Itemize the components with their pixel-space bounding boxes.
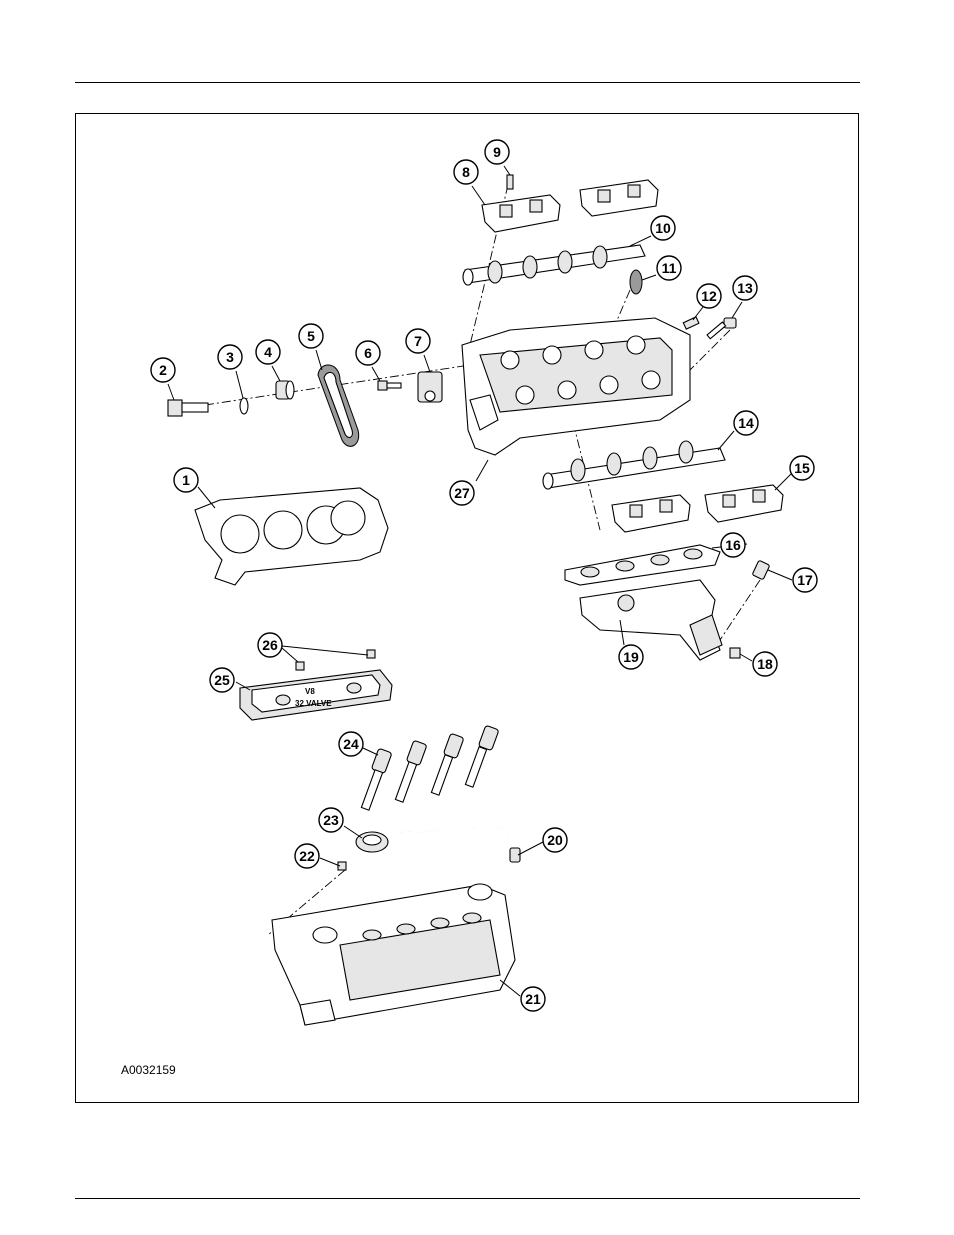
callout-label: 19: [623, 649, 639, 665]
sensor: [752, 560, 770, 580]
callout-label: 5: [307, 328, 315, 344]
pcv-hose: [400, 827, 520, 862]
callout-label: 6: [364, 345, 372, 361]
callout-11: 11: [657, 256, 681, 280]
callout-label: 17: [797, 572, 813, 588]
camshaft-upper: [463, 245, 645, 285]
spacer: [276, 381, 294, 399]
ignition-coils: [361, 725, 499, 810]
bolt-13: [707, 318, 736, 339]
callout-16: 16: [721, 533, 745, 557]
callout-label: 20: [547, 832, 563, 848]
callout-10: 10: [651, 216, 675, 240]
callout-label: 21: [525, 991, 541, 1007]
exhaust-manifold: [580, 580, 722, 660]
callout-19: 19: [619, 645, 643, 669]
head-gasket: [195, 488, 388, 585]
callout-26: 26: [258, 633, 282, 657]
chain-tensioner: [418, 372, 442, 402]
callout-12: 12: [697, 284, 721, 308]
figure-id: A0032159: [121, 1063, 176, 1077]
callout-label: 10: [655, 220, 671, 236]
callout-label: 22: [299, 848, 315, 864]
washer: [240, 398, 248, 414]
bolt: [168, 400, 208, 416]
callout-17: 17: [793, 568, 817, 592]
callout-label: 3: [226, 349, 234, 365]
exhaust-gasket: [565, 545, 720, 585]
callout-label: 26: [262, 637, 278, 653]
timing-chain: [318, 365, 359, 446]
callout-3: 3: [218, 345, 242, 369]
callout-6: 6: [356, 341, 380, 365]
cylinder-head: [462, 318, 690, 455]
callout-18: 18: [753, 652, 777, 676]
callout-label: 14: [738, 415, 754, 431]
callout-label: 8: [462, 164, 470, 180]
callout-13: 13: [733, 276, 757, 300]
cover-bolt-right: [367, 650, 375, 658]
callout-27: 27: [450, 481, 474, 505]
callout-4: 4: [256, 340, 280, 364]
callout-24: 24: [339, 732, 363, 756]
callout-20: 20: [543, 828, 567, 852]
stud: [378, 381, 401, 390]
callout-label: 12: [701, 288, 717, 304]
cover-engraving-line1: V8: [305, 687, 315, 696]
nut: [730, 648, 740, 658]
cam-sprocket: [630, 270, 642, 294]
callout-label: 4: [264, 344, 272, 360]
callout-label: 25: [214, 672, 230, 688]
callout-9: 9: [485, 140, 509, 164]
callout-label: 16: [725, 537, 741, 553]
bolt-12: [683, 317, 699, 329]
callout-label: 1: [182, 472, 190, 488]
callout-21: 21: [521, 987, 545, 1011]
callout-1: 1: [174, 468, 198, 492]
callout-label: 24: [343, 736, 359, 752]
callout-label: 9: [493, 144, 501, 160]
cover-engraving-line2: 32 VALVE: [295, 699, 332, 708]
callout-label: 15: [794, 460, 810, 476]
callout-8: 8: [454, 160, 478, 184]
cap-bolt: [507, 175, 513, 189]
oil-filler-cap: [356, 832, 388, 852]
callout-7: 7: [406, 329, 430, 353]
callout-label: 13: [737, 280, 753, 296]
engine-cover-plate: V8 32 VALVE: [240, 670, 392, 720]
camshaft-lower: [543, 441, 725, 489]
camshaft-cap-lower: [612, 485, 783, 532]
callout-label: 2: [159, 362, 167, 378]
valve-cover: [272, 884, 515, 1025]
callout-2: 2: [151, 358, 175, 382]
bottom-rule: [75, 1198, 860, 1199]
callout-14: 14: [734, 411, 758, 435]
callout-label: 7: [414, 333, 422, 349]
callout-label: 27: [454, 485, 470, 501]
callout-22: 22: [295, 844, 319, 868]
callout-15: 15: [790, 456, 814, 480]
callout-label: 23: [323, 812, 339, 828]
callout-5: 5: [299, 324, 323, 348]
callout-label: 18: [757, 656, 773, 672]
cover-bolt-left: [296, 662, 304, 670]
callout-23: 23: [319, 808, 343, 832]
callout-label: 11: [662, 260, 677, 276]
callout-25: 25: [210, 668, 234, 692]
